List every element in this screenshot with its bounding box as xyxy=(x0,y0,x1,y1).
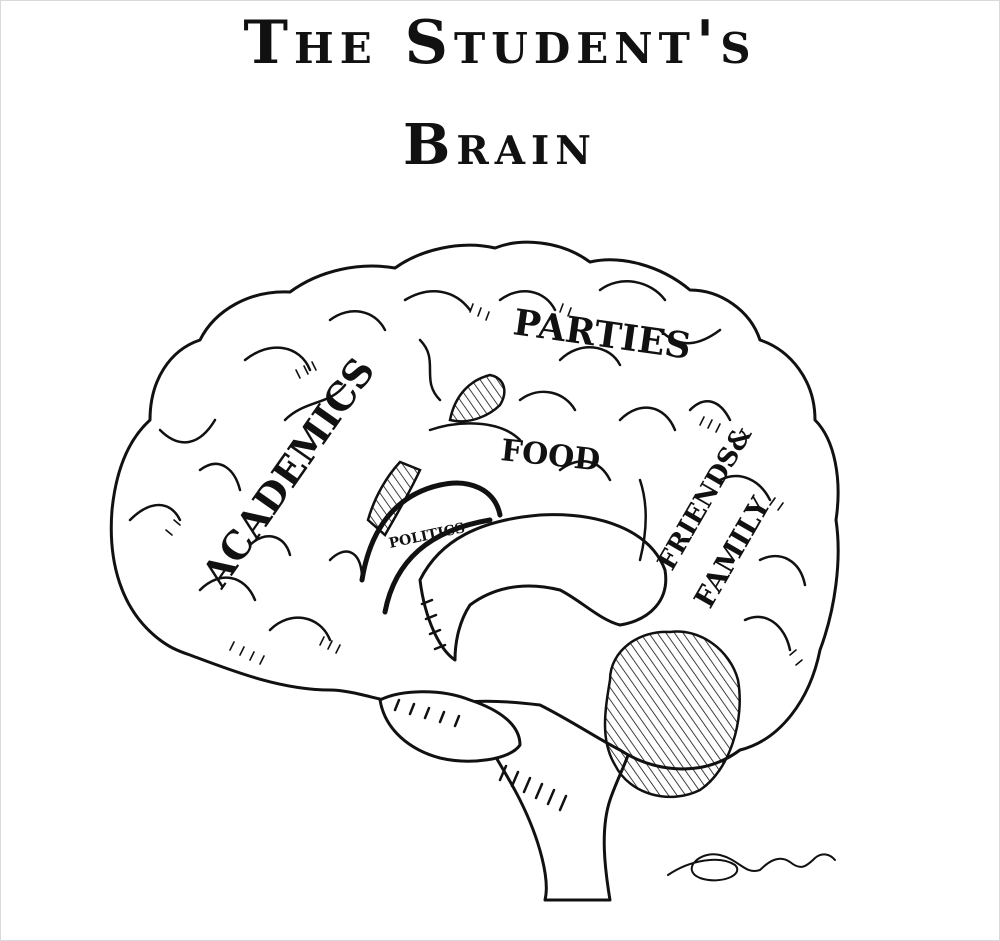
hatched-region-1 xyxy=(448,373,506,423)
artist-signature xyxy=(667,853,836,882)
title-line-2: Brain xyxy=(403,112,597,178)
brain-stem-hatching xyxy=(498,764,568,812)
hatched-region-2 xyxy=(366,460,422,537)
gyri-folds xyxy=(128,280,807,652)
cerebellum xyxy=(603,630,741,799)
temporal-lobe xyxy=(378,690,522,763)
title-line-1: The Student's xyxy=(243,8,757,78)
temporal-hatching xyxy=(393,698,461,728)
fold-hatching xyxy=(165,303,803,666)
corpus-callosum xyxy=(418,513,668,662)
cingulate-curve xyxy=(359,480,503,583)
callosum-hatching xyxy=(420,598,447,651)
